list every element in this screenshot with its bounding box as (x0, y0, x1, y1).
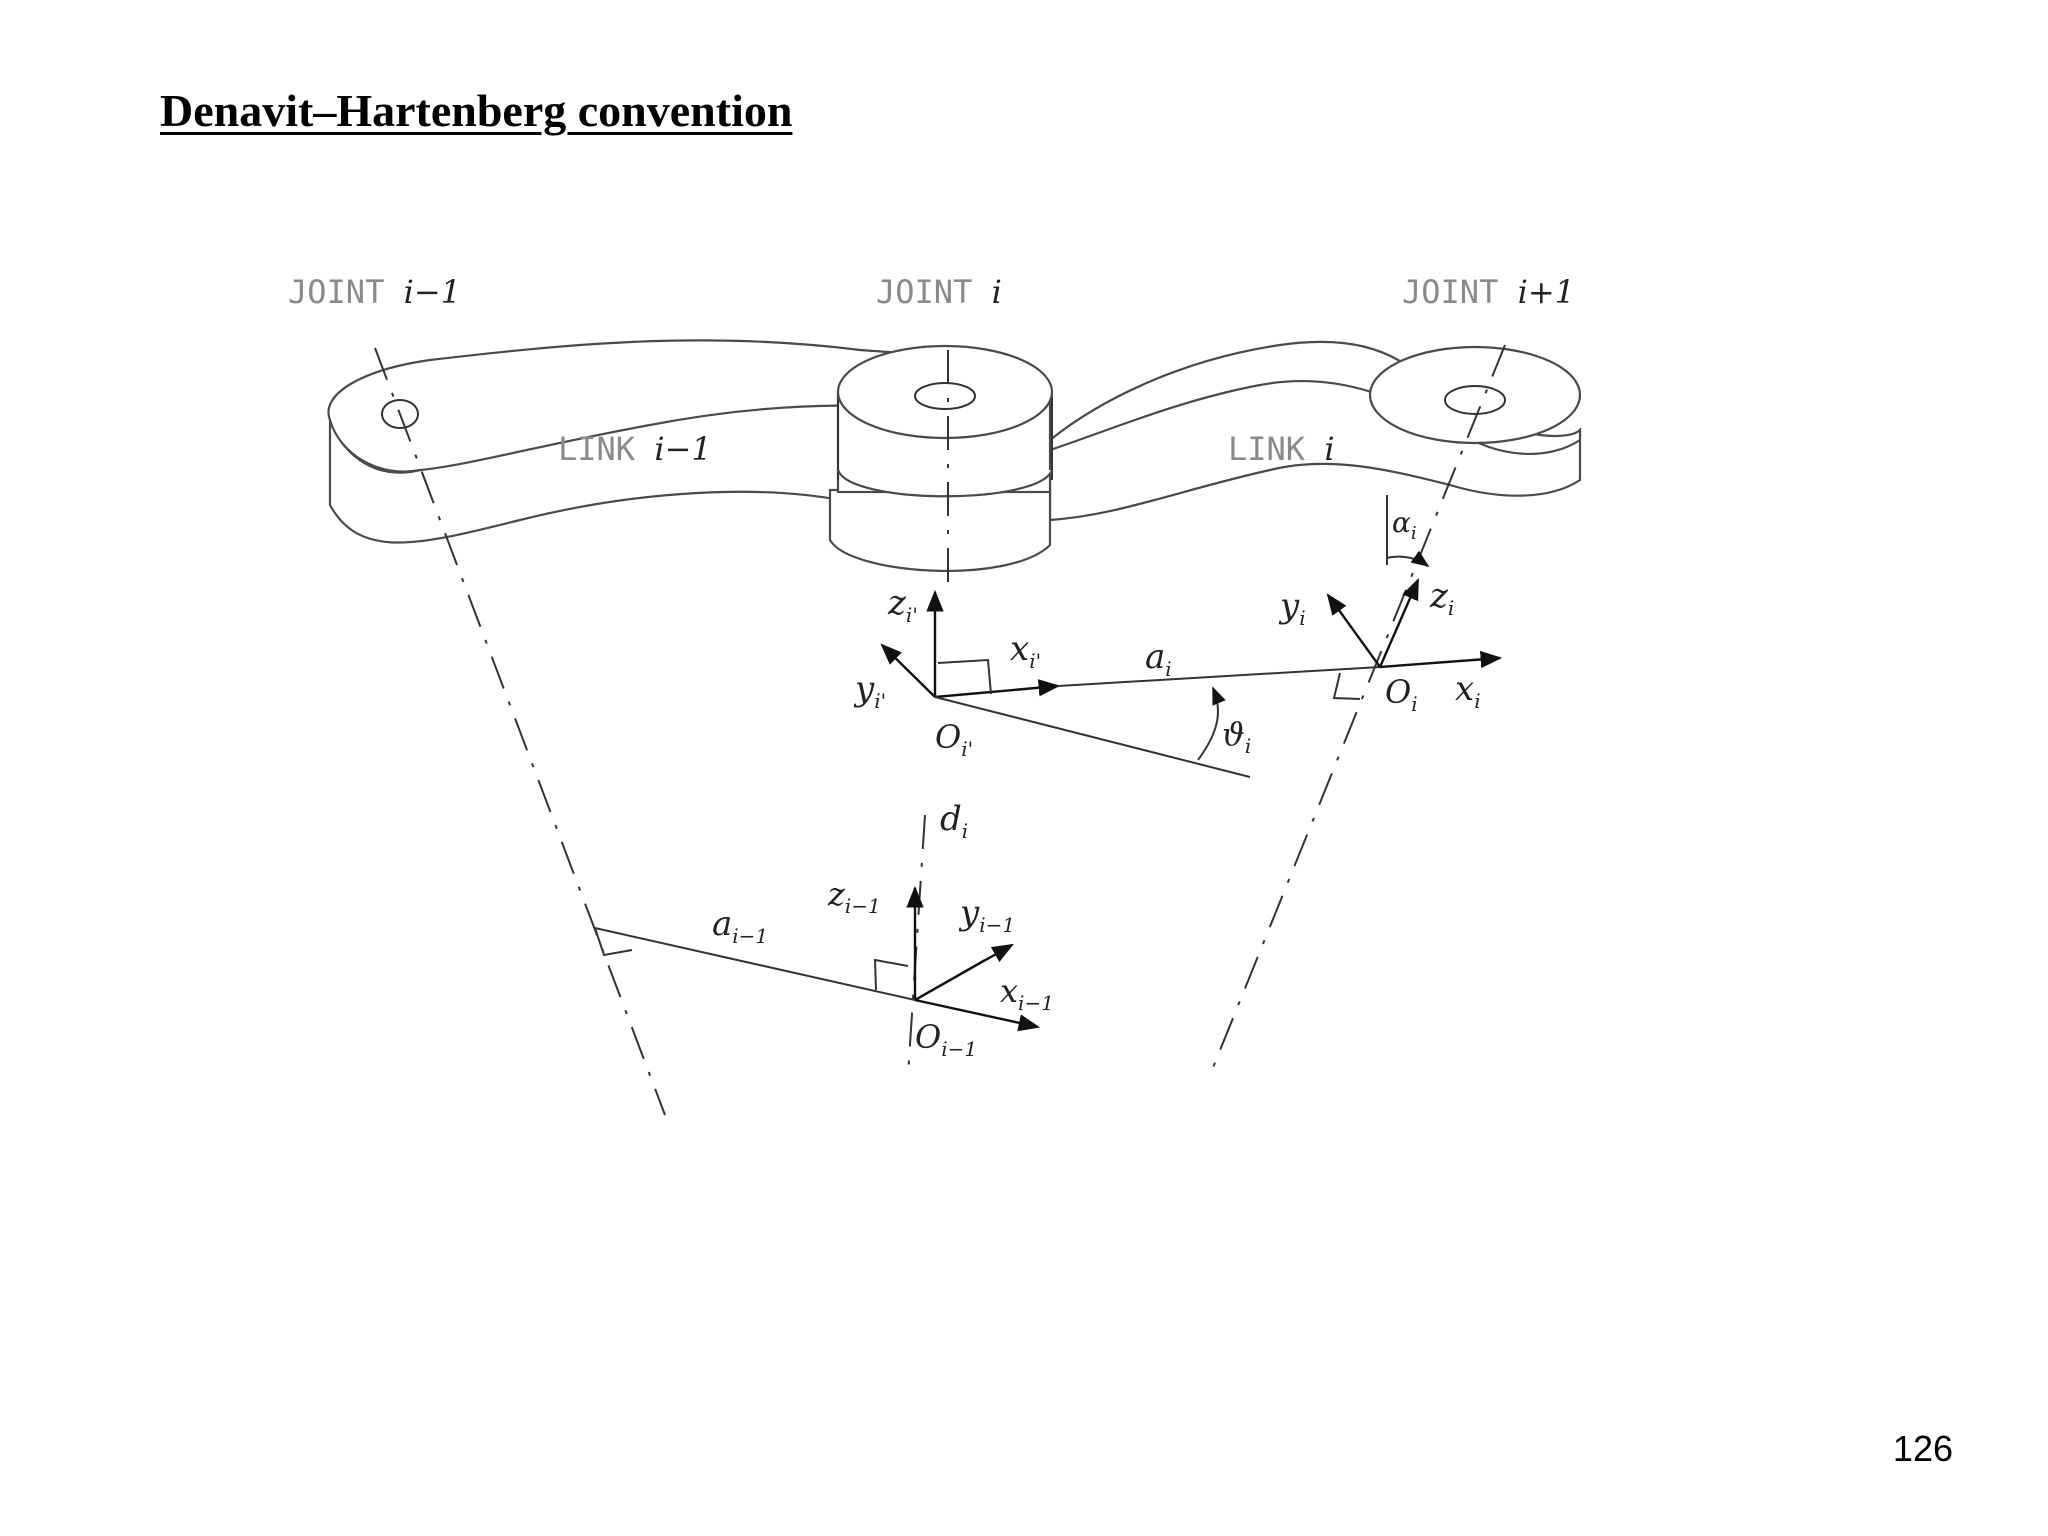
joint-i-cylinder (828, 344, 1054, 572)
x-i-prime-label: xi' (1010, 629, 1041, 673)
x-helper (914, 958, 986, 1002)
x-i-axis (1379, 650, 1503, 669)
o-i-prime-label: Oi' (935, 718, 973, 761)
joint-i-plus-1-label: JOINT i+1 (1402, 273, 1575, 311)
alpha-arc (1385, 550, 1430, 568)
right-angle-mark-left (594, 927, 633, 957)
joint-i-minus-1-axis (374, 347, 666, 1116)
d-i-label: di (940, 799, 968, 843)
x-i-label: xi (1455, 669, 1481, 713)
alpha-i-label: αi (1392, 506, 1417, 544)
z-i-axis (1378, 578, 1420, 668)
y-i-axis (1326, 593, 1381, 668)
y-i-prime-axis (880, 643, 936, 698)
y-i-minus-1-label: yi−1 (958, 893, 1015, 937)
z-i-prime-label: zi' (887, 583, 918, 627)
x-i-prime-axis (934, 679, 1061, 699)
o-i-label: Oi (1385, 673, 1418, 716)
joint-i-label: JOINT i (876, 273, 1002, 311)
page-number: 126 (1892, 1428, 1953, 1469)
y-i-prime-label: yi' (853, 669, 886, 713)
o-i-minus-1-label: Oi−1 (915, 1018, 977, 1061)
frame-i-prime (880, 589, 1381, 778)
link-i-body (1048, 340, 1582, 522)
theta-arc (1197, 686, 1226, 761)
z-i-minus-1-label: zi−1 (827, 875, 881, 918)
a-i-segment (1057, 666, 1381, 687)
a-i-minus-1-segment (594, 927, 916, 1001)
y-i-label: yi (1278, 586, 1306, 630)
joint-i-minus-1-label: JOINT i−1 (288, 273, 461, 311)
frame-i-minus-1 (594, 885, 1041, 1032)
x-i-minus-1-axis (914, 998, 1041, 1032)
a-i-label: ai (1145, 637, 1172, 681)
right-angle-mark (937, 658, 992, 695)
slide-title: Denavit–Hartenberg convention (160, 85, 793, 136)
right-angle-mark-i (1332, 672, 1361, 700)
link-i-label: LINK i (1228, 430, 1335, 468)
x-i-minus-1-label: xi−1 (1000, 972, 1054, 1015)
theta-reference-line (934, 696, 1251, 778)
frame-i (1326, 495, 1503, 700)
theta-i-label: ϑi (1222, 715, 1251, 758)
a-i-minus-1-label: ai−1 (712, 904, 768, 948)
z-i-label: zi (1429, 576, 1454, 620)
right-angle-mark-i-minus-1 (873, 958, 909, 991)
joint-i-axis-lower (907, 814, 926, 1076)
link-i-minus-1-label: LINK i−1 (558, 430, 712, 468)
joint-axes (374, 344, 1506, 1116)
